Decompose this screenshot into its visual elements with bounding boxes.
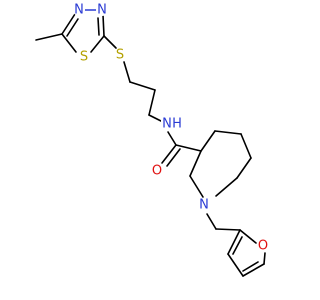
ring-bond-c5-n4 xyxy=(61,13,76,35)
furan-o-atom: O xyxy=(257,239,269,254)
amide-h-label: H xyxy=(172,117,182,132)
bond-n-ch2 xyxy=(206,213,217,230)
ring-bond-n3-c2 xyxy=(102,14,105,37)
furan-bond-o-c5 xyxy=(263,252,266,265)
bond-carbonyl-double-1 xyxy=(161,144,177,164)
thiadiazole-s-atom: S xyxy=(78,50,90,65)
amide-n-atom: N H xyxy=(161,116,183,132)
bond-c2-thioether-s xyxy=(103,35,117,49)
ring-bond-n3-c2-double xyxy=(97,17,100,36)
amide-n-label: N xyxy=(162,117,172,132)
furan-bond-c5-c4 xyxy=(242,263,265,277)
furan-o-label: O xyxy=(258,239,268,254)
methyl-bond xyxy=(35,33,63,41)
carbonyl-o-atom: O xyxy=(151,164,163,179)
thiadiazole-n1-atom: N xyxy=(73,3,85,18)
bond-layer xyxy=(35,9,266,277)
bond-nh-carbonyl-c xyxy=(167,131,177,146)
thioether-s-label: S xyxy=(116,48,124,63)
carbonyl-o-label: O xyxy=(152,164,162,179)
bond-ch2b-ch2c xyxy=(148,89,156,116)
molecule-structure-diagram: N N S S N H O N O xyxy=(35,3,269,277)
bond-ch2a-ch2b xyxy=(129,81,156,91)
ring-bond-s1-c5 xyxy=(61,33,77,53)
ring-bond-c6-c7 xyxy=(236,157,252,179)
thiadiazole-s-label: S xyxy=(80,50,88,65)
thiadiazole-n1-label: N xyxy=(74,3,84,18)
bond-ch2-furan-c2 xyxy=(215,228,241,231)
ring-bond-c7-n xyxy=(215,177,238,197)
ring-bond-c5-n4-double xyxy=(66,18,79,37)
atom-label-layer: N N S S N H O N O xyxy=(73,3,269,254)
ring-bond-c4-c5 xyxy=(214,130,242,135)
ring-bond-c3-c4 xyxy=(200,130,216,152)
bond-ch2c-nh xyxy=(148,114,164,123)
thioether-s-atom: S xyxy=(114,48,126,63)
bond-carbonyl-double-2 xyxy=(166,148,181,167)
bond-carbonyl-c-c3 xyxy=(175,144,202,152)
furan-bond-c2-o xyxy=(239,229,257,244)
piperidine-n-atom: N xyxy=(198,198,210,213)
ring-bond-c2-s1 xyxy=(90,35,105,53)
thiadiazole-n2-atom: N xyxy=(96,3,108,18)
bond-s-ch2a xyxy=(123,61,131,83)
furan-bond-c3-c2 xyxy=(227,229,241,255)
ring-bond-n-c2 xyxy=(189,175,204,198)
thiadiazole-n2-label: N xyxy=(97,3,107,18)
furan-bond-c4-c3 xyxy=(227,253,244,277)
furan-bond-c3-c2-double xyxy=(232,236,243,255)
ring-bond-c5-c6 xyxy=(240,133,252,159)
ring-bond-c2-c3 xyxy=(189,150,202,177)
furan-bond-c5-c4-double xyxy=(242,261,259,272)
piperidine-n-label: N xyxy=(199,198,209,213)
